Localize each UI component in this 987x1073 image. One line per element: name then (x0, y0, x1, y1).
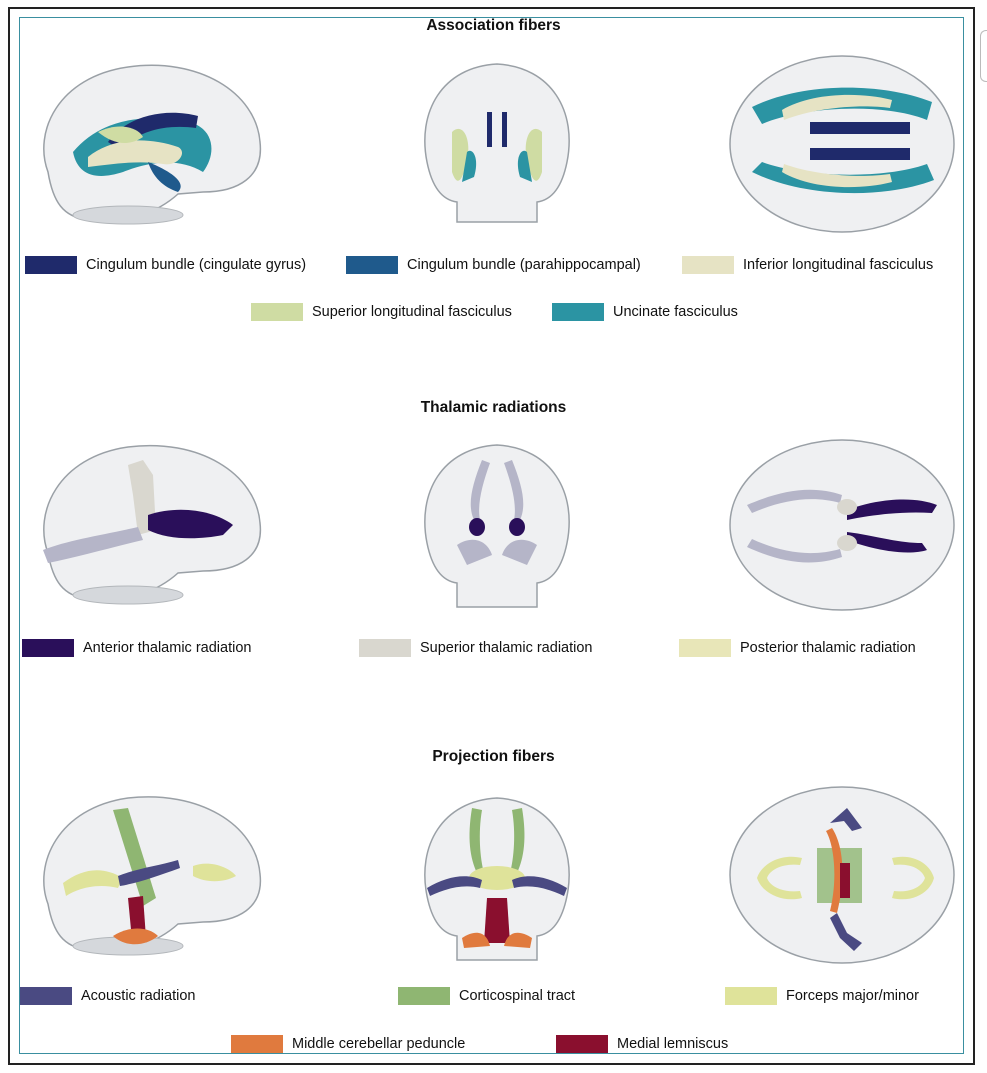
legend-item-forceps: Forceps major/minor (725, 987, 919, 1005)
legend-item-inferior-longitudinal: Inferior longitudinal fasciculus (682, 256, 933, 274)
projection-axial-brain (729, 786, 955, 964)
legend-label: Posterior thalamic radiation (740, 640, 916, 656)
thalamic-axial-brain (729, 439, 955, 611)
section-title-association: Association fibers (426, 17, 561, 34)
legend-item-superior-longitudinal: Superior longitudinal fasciculus (251, 303, 512, 321)
legend-swatch (552, 303, 604, 321)
legend-swatch (725, 987, 777, 1005)
legend-label: Middle cerebellar peduncle (292, 1036, 466, 1052)
legend-item-anterior-thalamic: Anterior thalamic radiation (22, 639, 251, 657)
legend-item-acoustic-radiation: Acoustic radiation (20, 987, 195, 1005)
association-sagittal-brain (43, 64, 262, 225)
association-axial-brain (729, 55, 955, 233)
projection-coronal-brain (424, 797, 570, 961)
legend-swatch (25, 256, 77, 274)
legend-swatch (346, 256, 398, 274)
legend-item-corticospinal: Corticospinal tract (398, 987, 575, 1005)
section-title-projection: Projection fibers (432, 748, 555, 765)
legend-label: Forceps major/minor (786, 988, 919, 1004)
figure-inner-border (19, 17, 964, 1054)
legend-swatch (20, 987, 72, 1005)
legend-swatch (682, 256, 734, 274)
projection-sagittal-brain (43, 796, 262, 956)
legend-swatch (231, 1035, 283, 1053)
legend-item-uncinate: Uncinate fasciculus (552, 303, 738, 321)
legend-swatch (556, 1035, 608, 1053)
legend-label: Medial lemniscus (617, 1036, 729, 1052)
legend-label: Inferior longitudinal fasciculus (743, 257, 934, 273)
legend-label: Cingulum bundle (cingulate gyrus) (86, 257, 307, 273)
legend-label: Corticospinal tract (459, 988, 576, 1004)
thalamic-sagittal-brain (43, 444, 262, 605)
legend-swatch (679, 639, 731, 657)
legend-label: Superior thalamic radiation (420, 640, 593, 656)
legend-swatch (398, 987, 450, 1005)
legend-label: Superior longitudinal fasciculus (312, 304, 512, 320)
legend-label: Acoustic radiation (81, 988, 196, 1004)
legend-swatch (22, 639, 74, 657)
legend-label: Cingulum bundle (parahippocampal) (407, 257, 641, 273)
legend-label: Anterior thalamic radiation (83, 640, 252, 656)
section-title-thalamic: Thalamic radiations (420, 399, 567, 416)
legend-item-posterior-thalamic: Posterior thalamic radiation (679, 639, 916, 657)
legend-label: Uncinate fasciculus (613, 304, 738, 320)
legend-item-middle-cerebellar: Middle cerebellar peduncle (231, 1035, 465, 1053)
legend-swatch (359, 639, 411, 657)
association-coronal-brain (424, 63, 570, 223)
legend-item-medial-lemniscus: Medial lemniscus (556, 1035, 728, 1053)
legend-item-superior-thalamic: Superior thalamic radiation (359, 639, 592, 657)
side-tab (980, 30, 987, 82)
legend-item-cingulum-parahippocampal: Cingulum bundle (parahippocampal) (346, 256, 641, 274)
thalamic-coronal-brain (424, 444, 570, 608)
figure-outer-border (8, 7, 975, 1065)
legend-item-cingulum-cingulate: Cingulum bundle (cingulate gyrus) (25, 256, 306, 274)
legend-swatch (251, 303, 303, 321)
